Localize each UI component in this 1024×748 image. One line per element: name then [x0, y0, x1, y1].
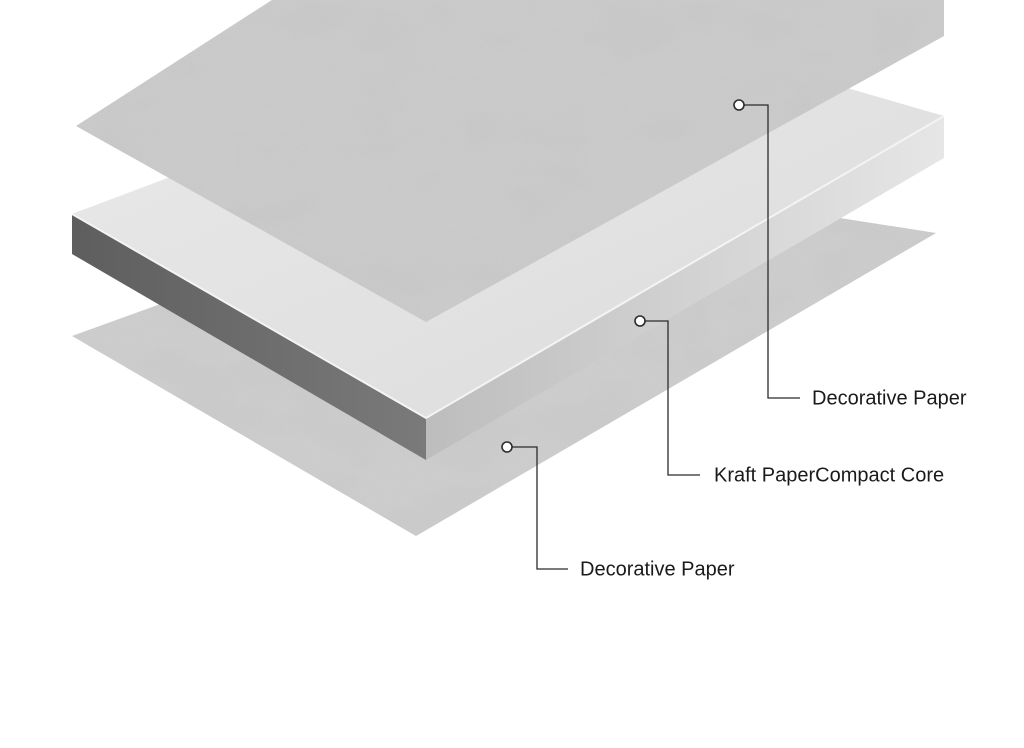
- callout-core: Kraft PaperCompact Core: [634, 315, 944, 486]
- callout-bottom-sheet: Decorative Paper: [501, 441, 735, 580]
- callout-dot: [634, 315, 646, 327]
- callout-dot: [733, 99, 745, 111]
- callout-top-sheet: Decorative Paper: [733, 99, 967, 409]
- callout-dot: [501, 441, 513, 453]
- core-label: Kraft PaperCompact Core: [714, 464, 944, 486]
- top-decorative-sheet: [76, 0, 944, 322]
- bottom-sheet-label: Decorative Paper: [580, 558, 735, 580]
- top-sheet-label: Decorative Paper: [812, 387, 967, 409]
